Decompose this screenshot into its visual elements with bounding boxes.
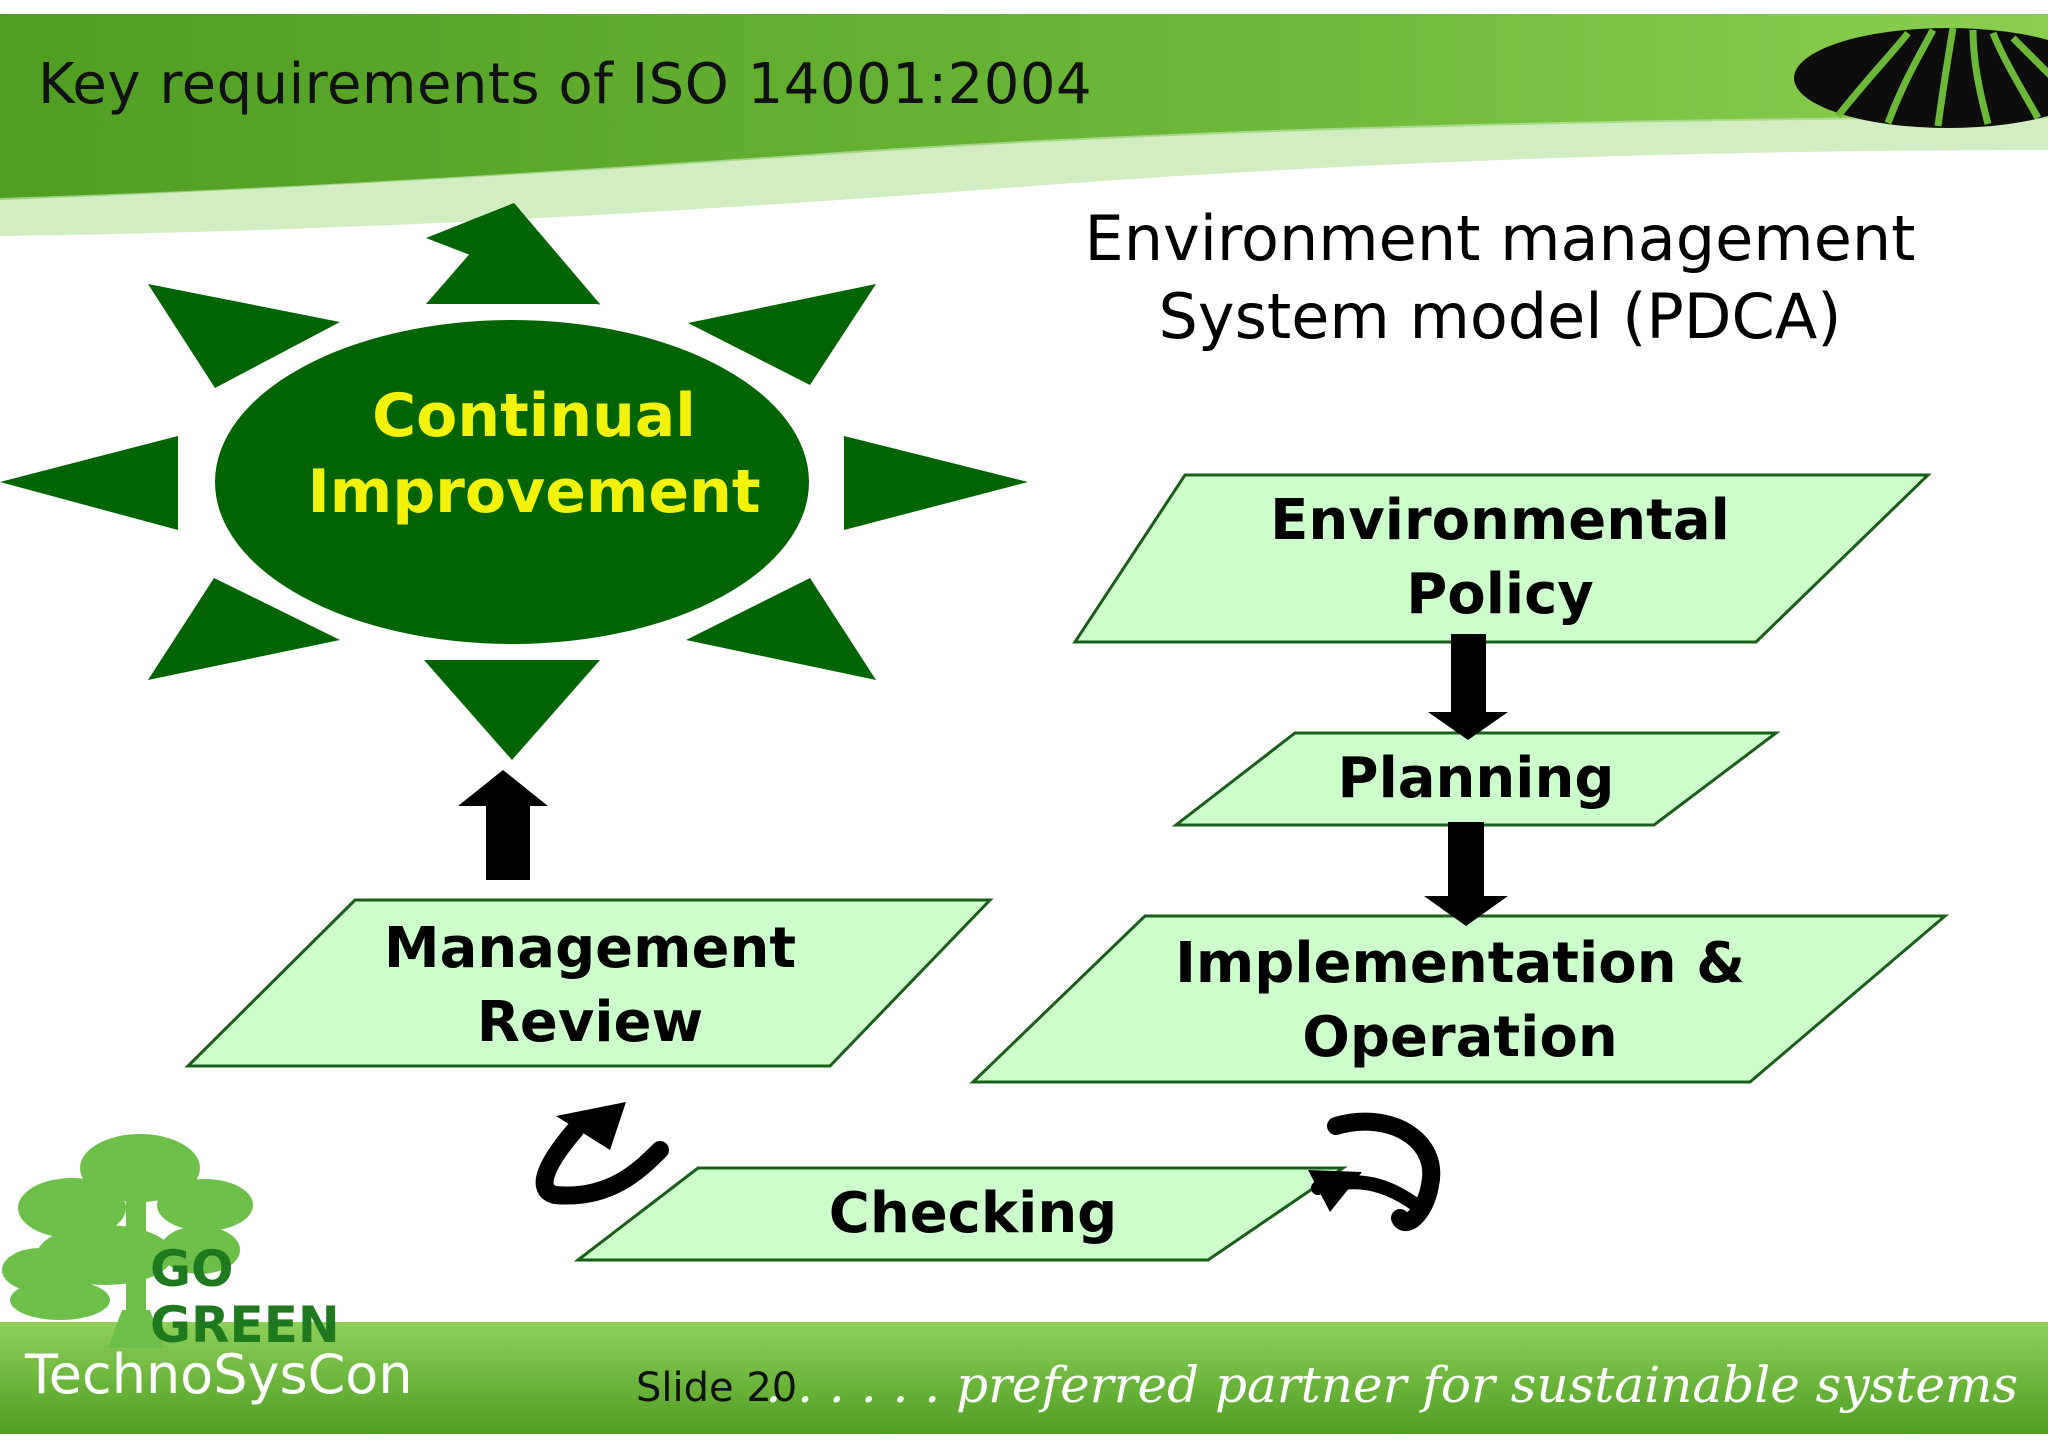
sun-ray-lower-left bbox=[148, 578, 340, 680]
planning-line-1: Planning bbox=[1337, 746, 1615, 811]
policy-line-1: Environmental bbox=[1270, 488, 1730, 553]
implementation-line-2: Operation bbox=[1302, 1005, 1618, 1070]
sun-ray-left bbox=[0, 436, 178, 530]
diagram-subtitle: Environment management System model (PDC… bbox=[1050, 200, 1950, 356]
footer-band bbox=[0, 1322, 2048, 1434]
implementation-label: Implementation & Operation bbox=[1110, 927, 1810, 1075]
subtitle-line-2: System model (PDCA) bbox=[1158, 280, 1842, 353]
brand-go: GO bbox=[150, 1240, 234, 1298]
brand-green: GREEN bbox=[150, 1296, 340, 1354]
continual-improvement-line-1: Continual bbox=[372, 381, 696, 451]
slide-number: Slide 20 bbox=[636, 1365, 798, 1411]
planning-box bbox=[1171, 731, 1781, 827]
sun-ray-right bbox=[844, 436, 1028, 530]
continual-improvement-label: Continual Improvement bbox=[212, 378, 856, 530]
checking-line-1: Checking bbox=[828, 1181, 1118, 1246]
continual-improvement-line-2: Improvement bbox=[307, 457, 761, 527]
curved-arrow-icon bbox=[535, 1102, 669, 1205]
arrow-up-icon bbox=[458, 770, 548, 880]
sun-rays bbox=[0, 203, 1028, 760]
checking-box bbox=[573, 1166, 1348, 1262]
curved-arrow-icon bbox=[1308, 1112, 1441, 1231]
management-review-label: Management Review bbox=[340, 912, 840, 1060]
implementation-line-1: Implementation & bbox=[1175, 931, 1745, 996]
brand-name: TechnoSysCon bbox=[25, 1343, 413, 1406]
arrow-down-icon bbox=[1428, 634, 1508, 740]
sun-ray-bottom bbox=[424, 660, 600, 760]
management-review-line-1: Management bbox=[383, 916, 797, 981]
footer-tagline: . . . . . . preferred partner for sustai… bbox=[765, 1356, 2018, 1414]
checking-label: Checking bbox=[773, 1177, 1173, 1251]
policy-label: Environmental Policy bbox=[1200, 484, 1800, 632]
subtitle-line-1: Environment management bbox=[1084, 202, 1916, 275]
arrow-down-icon bbox=[1424, 822, 1508, 926]
management-review-box bbox=[184, 898, 994, 1068]
sun-ray-upper-right bbox=[688, 284, 876, 385]
tree-logo-icon bbox=[2, 1134, 253, 1348]
slide-title: Key requirements of ISO 14001:2004 bbox=[38, 52, 1093, 117]
sun-ray-upper-left bbox=[148, 284, 340, 388]
continual-improvement-ellipse bbox=[215, 320, 809, 644]
management-review-line-2: Review bbox=[476, 990, 704, 1055]
policy-line-2: Policy bbox=[1406, 562, 1594, 627]
planning-label: Planning bbox=[1276, 742, 1676, 816]
sun-ray-lower-right bbox=[686, 578, 876, 680]
implementation-box bbox=[969, 914, 1950, 1084]
policy-box bbox=[1072, 473, 1932, 644]
company-logo-icon bbox=[1794, 27, 2048, 128]
